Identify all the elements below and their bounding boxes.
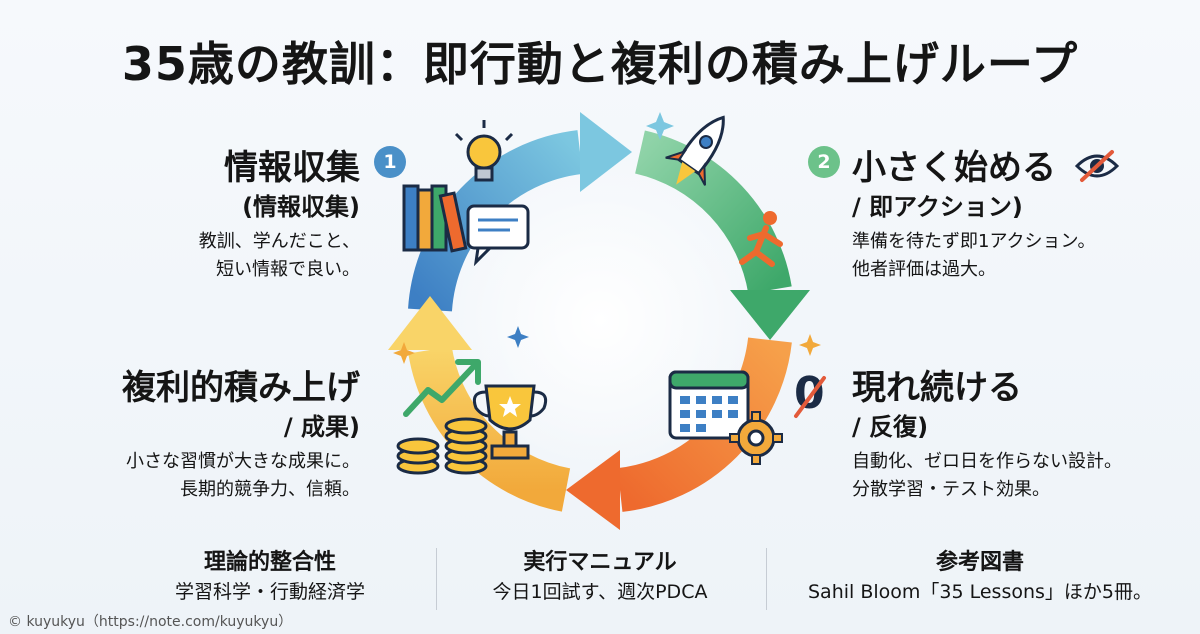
calendar-icon	[668, 370, 750, 440]
books-icon	[402, 184, 468, 253]
lightbulb-icon	[454, 120, 514, 182]
step-compound-desc-2: 長期的競争力、信頼。	[180, 479, 360, 500]
manual-column: 実行マニュアル 今日1回試す、週次PDCA	[440, 548, 760, 606]
refs-title: 参考図書	[935, 550, 1024, 575]
refs-column: 参考図書 Sahil Bloom「35 Lessons」ほか5冊。	[770, 548, 1190, 606]
manual-title: 実行マニュアル	[523, 550, 677, 575]
cycle-diagram	[388, 112, 821, 530]
arrow-head-orange	[566, 450, 620, 530]
step-start-heading: 小さく始める	[852, 146, 1192, 190]
step-show-desc-1: 自動化、ゼロ日を作らない設計。	[852, 451, 1122, 472]
step-compound: 複利的積み上げ / 成果) 小さな習慣が大きな成果に。 長期的競争力、信頼。	[20, 366, 360, 504]
growth-arrow-icon	[403, 359, 481, 417]
theory-value: 学習科学・行動経済学	[174, 581, 365, 603]
chat-bubble-icon	[466, 204, 530, 267]
step-start-small: 小さく始める / 即アクション) 準備を待たず即1アクション。 他者評価は過大。	[852, 146, 1192, 284]
arrow-head-yellow	[388, 296, 472, 350]
arrow-head-green	[730, 290, 810, 340]
step-show-sub: / 反復)	[852, 413, 929, 441]
step-compound-heading: 複利的積み上げ	[122, 368, 360, 408]
manual-value: 今日1回試す、週次PDCA	[492, 581, 708, 603]
step-start-number: 2	[808, 146, 840, 178]
runner-icon	[739, 211, 783, 267]
step-show-desc-2: 分散学習・テスト効果。	[852, 479, 1050, 500]
step-collect-heading: 情報収集	[224, 148, 360, 188]
refs-value: Sahil Bloom「35 Lessons」ほか5冊。	[807, 581, 1153, 603]
page-title: 35歳の教訓：即行動と複利の積み上げループ	[121, 37, 1079, 91]
rocket-icon	[665, 115, 725, 186]
eye-slash-icon	[1074, 150, 1119, 182]
step-collect-desc-1: 教訓、学んだこと、	[198, 231, 360, 252]
step-show-heading: 現れ続ける	[852, 368, 1022, 408]
arc-blue	[408, 130, 584, 312]
step-show-up: 現れ続ける / 反復) 自動化、ゼロ日を作らない設計。 分散学習・テスト効果。	[852, 366, 1192, 504]
zero-slash-icon: 0	[790, 368, 830, 420]
arrow-head-blue	[580, 112, 632, 192]
step-start-heading-text: 小さく始める	[852, 148, 1056, 188]
copyright-footer: © kuyukyu（https://note.com/kuyukyu）	[8, 614, 293, 630]
gear-icon	[729, 411, 783, 465]
step-collect-sub: (情報収集)	[242, 193, 360, 221]
trophy-icon	[472, 384, 548, 460]
divider	[766, 548, 767, 610]
theory-title: 理論的整合性	[203, 550, 336, 575]
step-collect-desc-2: 短い情報で良い。	[216, 259, 360, 280]
coins-icon	[396, 417, 488, 475]
step-start-sub: / 即アクション)	[852, 193, 1023, 221]
arc-orange	[617, 337, 792, 512]
theory-column: 理論的整合性 学習科学・行動経済学	[110, 548, 430, 606]
step-start-desc-2: 他者評価は過大。	[852, 259, 996, 280]
step-collect-number: 1	[374, 146, 406, 178]
sparkle-icons	[393, 112, 821, 364]
arc-green	[634, 130, 792, 295]
step-start-desc-1: 準備を待たず即1アクション。	[852, 231, 1096, 252]
step-collect: 情報収集 (情報収集) 教訓、学んだこと、 短い情報で良い。	[60, 146, 360, 284]
step-compound-sub: / 成果)	[283, 413, 360, 441]
step-compound-desc-1: 小さな習慣が大きな成果に。	[126, 451, 360, 472]
divider	[436, 548, 437, 610]
